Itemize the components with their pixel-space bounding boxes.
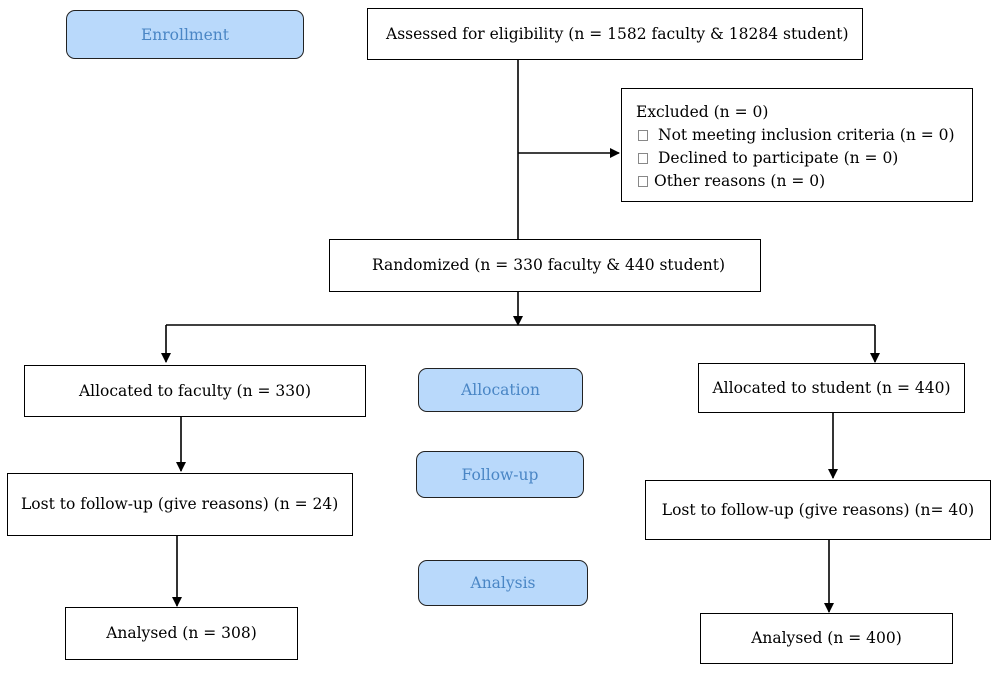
lost-faculty-text: Lost to follow-up (give reasons) (n = 24… <box>21 495 339 514</box>
bullet-icon <box>638 130 648 141</box>
randomized-text: Randomized (n = 330 faculty & 440 studen… <box>372 256 725 275</box>
excluded-item: Not meeting inclusion criteria (n = 0) <box>636 124 972 147</box>
bullet-icon <box>638 176 648 187</box>
stage-analysis-label: Analysis <box>470 574 536 592</box>
allocated-student-text: Allocated to student (n = 440) <box>712 378 951 397</box>
excluded-item: Other reasons (n = 0) <box>636 170 972 193</box>
excluded-title: Excluded (n = 0) <box>636 103 769 121</box>
allocated-faculty-text: Allocated to faculty (n = 330) <box>78 381 312 400</box>
excluded-box: Excluded (n = 0) Not meeting inclusion c… <box>621 88 973 202</box>
stage-analysis: Analysis <box>418 560 588 606</box>
randomized-box: Randomized (n = 330 faculty & 440 studen… <box>329 239 761 292</box>
analysed-student-box: Analysed (n = 400) <box>700 613 953 664</box>
lost-faculty-box: Lost to follow-up (give reasons) (n = 24… <box>7 473 353 536</box>
assessed-box: Assessed for eligibility (n = 1582 facul… <box>367 8 863 60</box>
stage-enrollment-label: Enrollment <box>140 25 230 44</box>
stage-allocation-label: Allocation <box>461 381 540 399</box>
lost-student-text: Lost to follow-up (give reasons) (n= 40) <box>661 500 975 519</box>
excluded-item: Declined to participate (n = 0) <box>636 147 972 170</box>
stage-allocation: Allocation <box>418 368 583 412</box>
allocated-faculty-box: Allocated to faculty (n = 330) <box>24 365 366 417</box>
assessed-text: Assessed for eligibility (n = 1582 facul… <box>386 24 849 43</box>
stage-follow-up-label: Follow-up <box>461 465 539 484</box>
stage-follow-up: Follow-up <box>416 451 584 498</box>
bullet-icon <box>638 153 648 164</box>
allocated-student-box: Allocated to student (n = 440) <box>698 363 965 413</box>
analysed-student-text: Analysed (n = 400) <box>751 629 902 648</box>
analysed-faculty-text: Analysed (n = 308) <box>106 624 257 643</box>
stage-enrollment: Enrollment <box>66 10 304 59</box>
lost-student-box: Lost to follow-up (give reasons) (n= 40) <box>645 480 991 540</box>
analysed-faculty-box: Analysed (n = 308) <box>65 607 298 660</box>
